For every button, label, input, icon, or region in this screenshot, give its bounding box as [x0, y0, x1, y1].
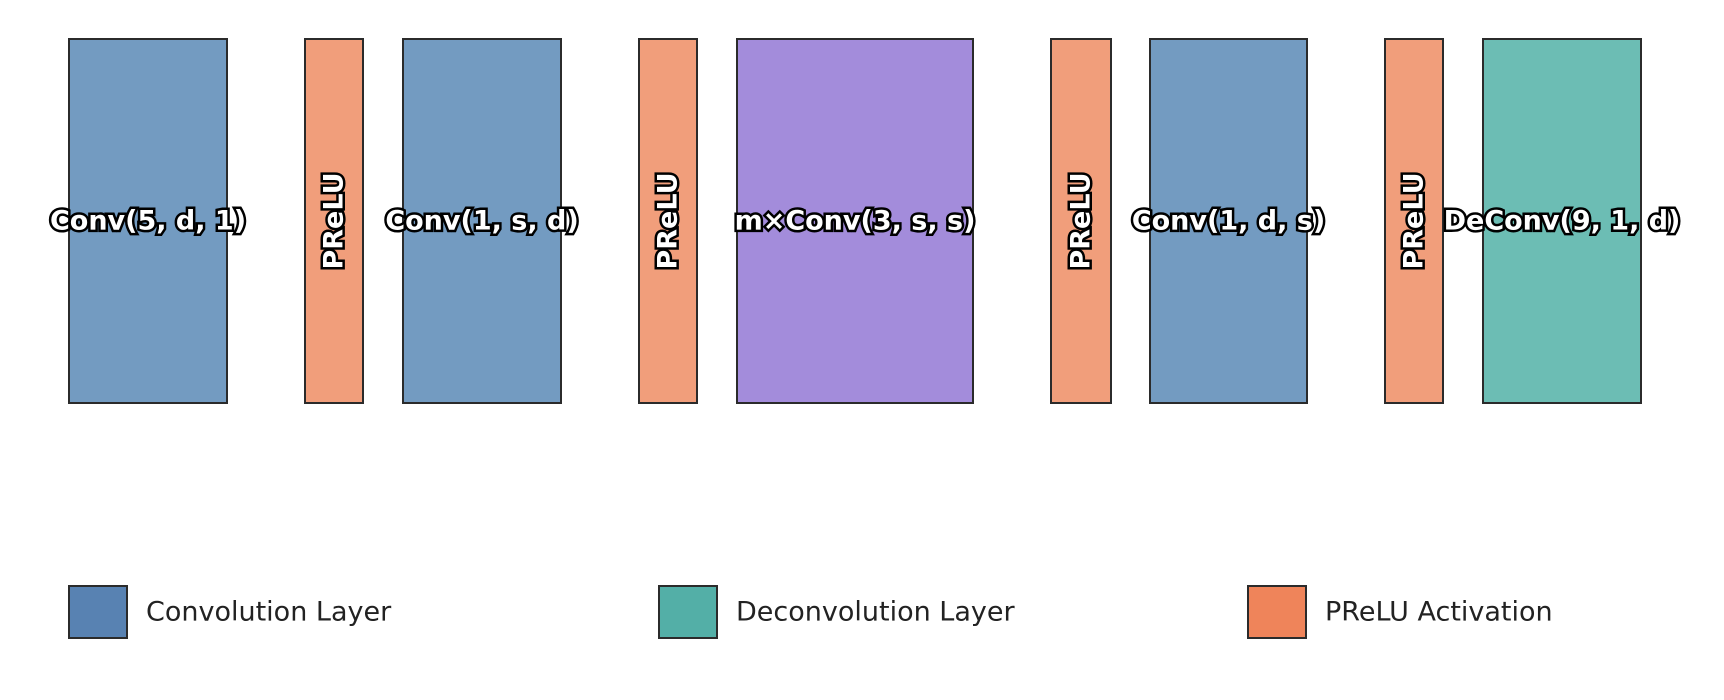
block-conv-2-label: Conv(1, s, d)	[383, 203, 581, 239]
legend-label-convolution: Convolution Layer	[146, 596, 392, 628]
block-conv-2: Conv(1, s, d)	[383, 38, 581, 404]
block-conv-1-label: Conv(5, d, 1)	[47, 203, 248, 239]
block-prelu-4-label: PReLU	[1396, 170, 1432, 272]
legend-swatch-prelu	[1247, 585, 1307, 639]
block-mconv: m×Conv(3, s, s)	[732, 38, 978, 404]
block-deconv: DeConv(9, 1, d)	[1441, 38, 1683, 404]
legend-swatch-deconvolution	[658, 585, 718, 639]
block-prelu-2: PReLU	[638, 38, 698, 404]
block-mconv-label: m×Conv(3, s, s)	[732, 203, 978, 239]
block-prelu-1-label: PReLU	[316, 170, 352, 272]
legend-swatch-convolution	[68, 585, 128, 639]
block-conv-3: Conv(1, d, s)	[1129, 38, 1328, 404]
block-prelu-1: PReLU	[304, 38, 364, 404]
block-prelu-4: PReLU	[1384, 38, 1444, 404]
legend-label-deconvolution: Deconvolution Layer	[736, 596, 1015, 628]
block-prelu-2-label: PReLU	[650, 170, 686, 272]
block-conv-1: Conv(5, d, 1)	[47, 38, 249, 404]
block-prelu-3-label: PReLU	[1063, 170, 1099, 272]
legend-label-prelu: PReLU Activation	[1325, 596, 1553, 628]
block-deconv-label: DeConv(9, 1, d)	[1441, 203, 1683, 239]
block-prelu-3: PReLU	[1050, 38, 1112, 404]
block-conv-3-label: Conv(1, d, s)	[1129, 203, 1327, 239]
